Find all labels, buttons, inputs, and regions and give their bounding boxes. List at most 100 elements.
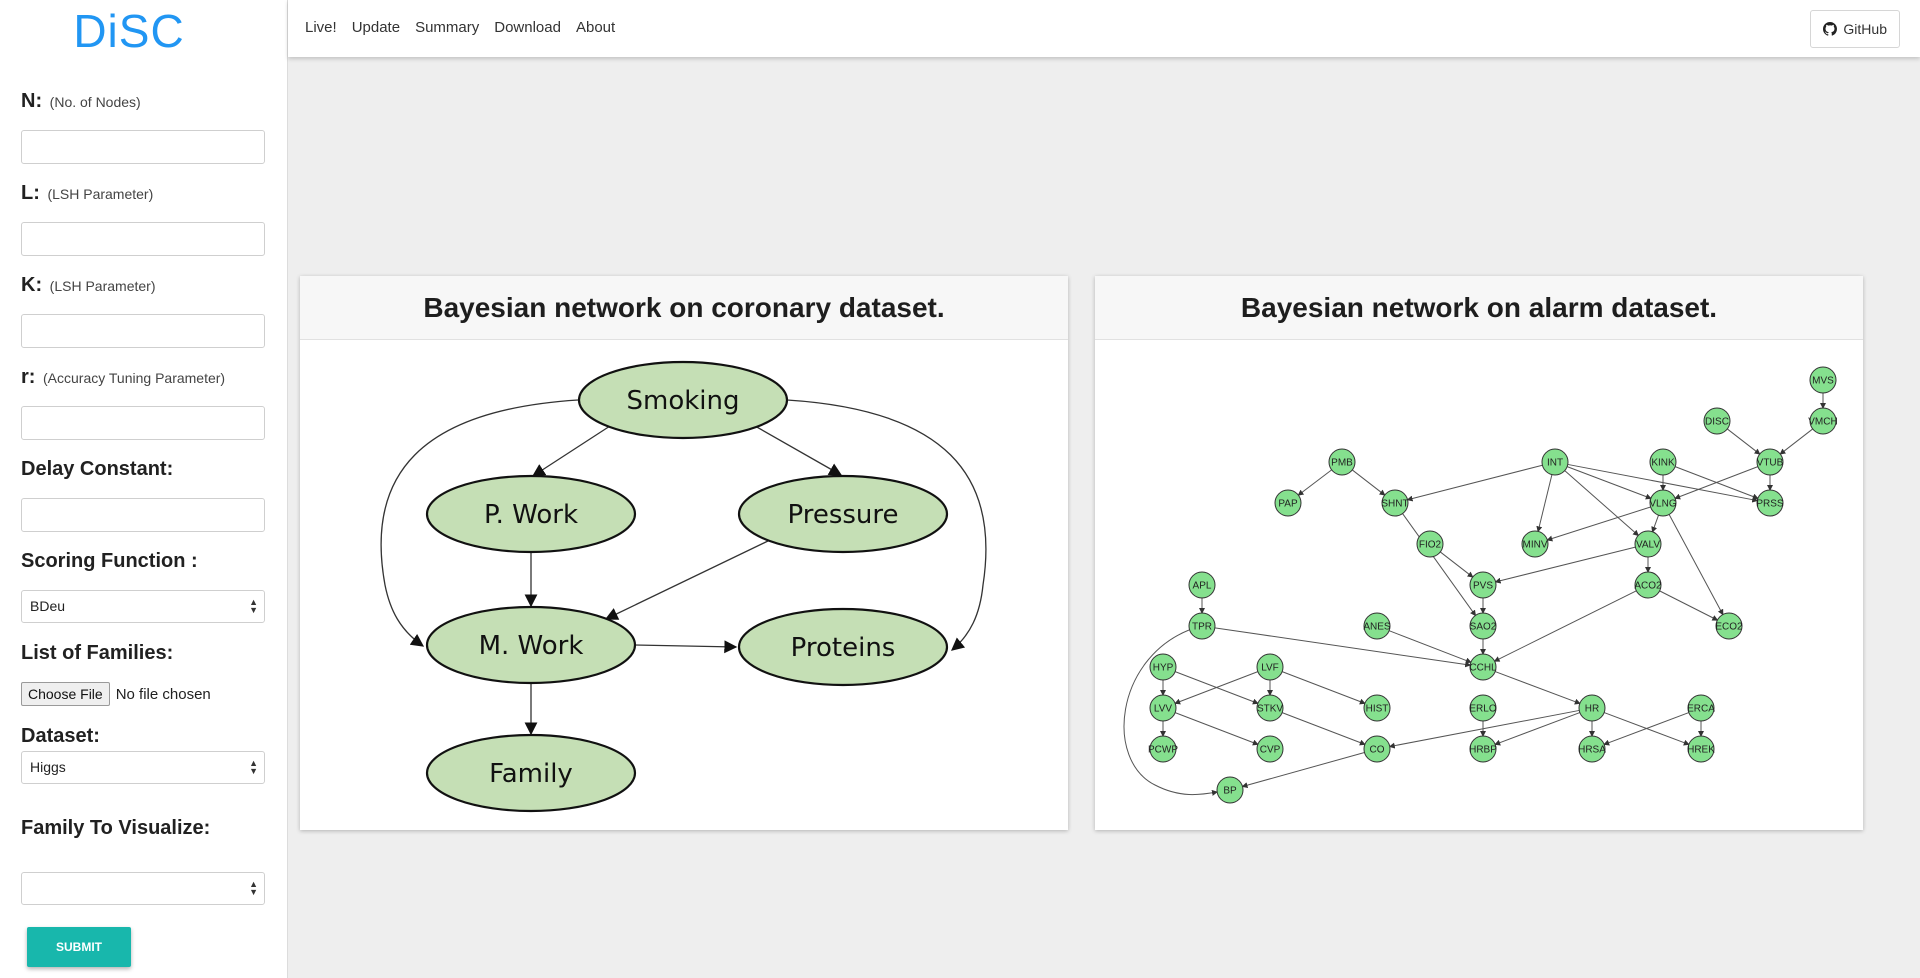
node-label: HYP [1153, 663, 1174, 674]
r-label: r: (Accuracy Tuning Parameter) [21, 366, 225, 389]
edge [1564, 470, 1639, 537]
node-label: Proteins [791, 633, 896, 663]
node-label: P. Work [484, 500, 578, 530]
node-m-work [425, 605, 637, 685]
node-erca: ERCA [1687, 694, 1715, 722]
node-circle [1188, 612, 1216, 640]
n-input[interactable] [21, 130, 265, 164]
node-label: PAP [1278, 499, 1298, 510]
nav-download[interactable]: Download [494, 19, 561, 36]
node-circle [1809, 366, 1837, 394]
edge [1123, 629, 1218, 796]
file-picker: Choose File No file chosen [21, 682, 211, 706]
node-label: ANES [1363, 622, 1391, 633]
k-input[interactable] [21, 314, 265, 348]
node-label: LVF [1261, 663, 1279, 674]
node-circle [1756, 489, 1784, 517]
scoring-label: Scoring Function : [21, 550, 198, 572]
node-circle [1216, 776, 1244, 804]
node-circle [1363, 735, 1391, 763]
node-circle [1469, 571, 1497, 599]
node-label: CCHL [1469, 663, 1497, 674]
nav-links: Live! Update Summary Download About [305, 19, 630, 36]
edge [1493, 590, 1637, 662]
edge [1536, 474, 1553, 533]
nav-live[interactable]: Live! [305, 19, 337, 36]
node-label: HR [1585, 704, 1599, 715]
sidebar: DiSC N: (No. of Nodes) L: (LSH Parameter… [0, 0, 288, 978]
dataset-select[interactable]: Higgs ▲▼ [21, 751, 265, 784]
node-label: DISC [1705, 417, 1729, 428]
node-label: Family [489, 759, 573, 789]
node-circle [1578, 694, 1606, 722]
nav-update[interactable]: Update [351, 19, 401, 36]
submit-button[interactable]: SUBMIT [27, 927, 131, 967]
node-circle [1649, 448, 1677, 476]
node-erlo: ERLO [1469, 694, 1497, 722]
edge [1566, 466, 1652, 500]
node-minv: MINV [1521, 530, 1549, 558]
node-label: INT [1547, 458, 1563, 469]
node-circle [1687, 694, 1715, 722]
choose-file-button[interactable]: Choose File [21, 682, 110, 706]
families-label: List of Families: [21, 642, 174, 664]
node-sao2: SAO2 [1469, 612, 1497, 640]
node-vtub: VTUB [1756, 448, 1784, 476]
node-circle [1274, 489, 1302, 517]
github-button[interactable]: GitHub [1810, 10, 1900, 48]
visualize-label: Family To Visualize: [21, 817, 211, 839]
visualize-select[interactable]: ▲▼ [21, 872, 265, 905]
l-label: L: (LSH Parameter) [21, 182, 153, 205]
node-anes: ANES [1363, 612, 1391, 640]
node-bp: BP [1216, 776, 1244, 804]
node-circle [1381, 489, 1409, 517]
node-circle [1756, 448, 1784, 476]
node-label: MVS [1812, 376, 1834, 387]
node-int: INT [1541, 448, 1569, 476]
node-circle [1188, 571, 1216, 599]
node-label: KINK [1651, 458, 1675, 469]
node-label: Smoking [626, 386, 739, 416]
node-vlng: VLNG [1649, 489, 1677, 517]
scoring-select[interactable]: BDeu ▲▼ [21, 590, 265, 623]
l-hint: (LSH Parameter) [47, 186, 154, 202]
n-label: N: (No. of Nodes) [21, 90, 141, 113]
node-label: HRBP [1469, 745, 1497, 756]
r-input[interactable] [21, 406, 265, 440]
edge [604, 539, 771, 620]
node-proteins [737, 607, 949, 687]
edge [1174, 671, 1259, 705]
node-circle [1634, 571, 1662, 599]
node-pap: PAP [1274, 489, 1302, 517]
select-arrows-icon: ▲▼ [249, 597, 258, 615]
node-label: HIST [1366, 704, 1389, 715]
edge [1494, 546, 1636, 584]
edge [1726, 428, 1761, 455]
node-label: VMCH [1808, 417, 1837, 428]
node-circle [1256, 653, 1284, 681]
node-circle [1149, 735, 1177, 763]
node-shnt: SHNT [1381, 489, 1409, 517]
k-label: K: (LSH Parameter) [21, 274, 155, 297]
node-circle [1363, 694, 1391, 722]
edge [1406, 464, 1543, 502]
node-prss: PRSS [1756, 489, 1784, 517]
nav-summary[interactable]: Summary [415, 19, 480, 36]
node-cchl: CCHL [1469, 653, 1497, 681]
node-label: LVV [1154, 704, 1172, 715]
node-circle [1703, 407, 1731, 435]
brand-logo[interactable]: DiSC [73, 5, 185, 57]
edge [1388, 630, 1472, 664]
l-input[interactable] [21, 222, 265, 256]
node-circle [1469, 694, 1497, 722]
r-label-text: r: [21, 366, 36, 388]
node-hrsa: HRSA [1578, 735, 1606, 763]
nav-about[interactable]: About [575, 19, 616, 36]
edge [1388, 709, 1580, 749]
node-hrbp: HRBP [1469, 735, 1497, 763]
node-kink: KINK [1649, 448, 1677, 476]
delay-input[interactable] [21, 498, 265, 532]
node-pcwp: PCWP [1148, 735, 1178, 763]
edge [754, 425, 843, 476]
node-circle [1521, 530, 1549, 558]
